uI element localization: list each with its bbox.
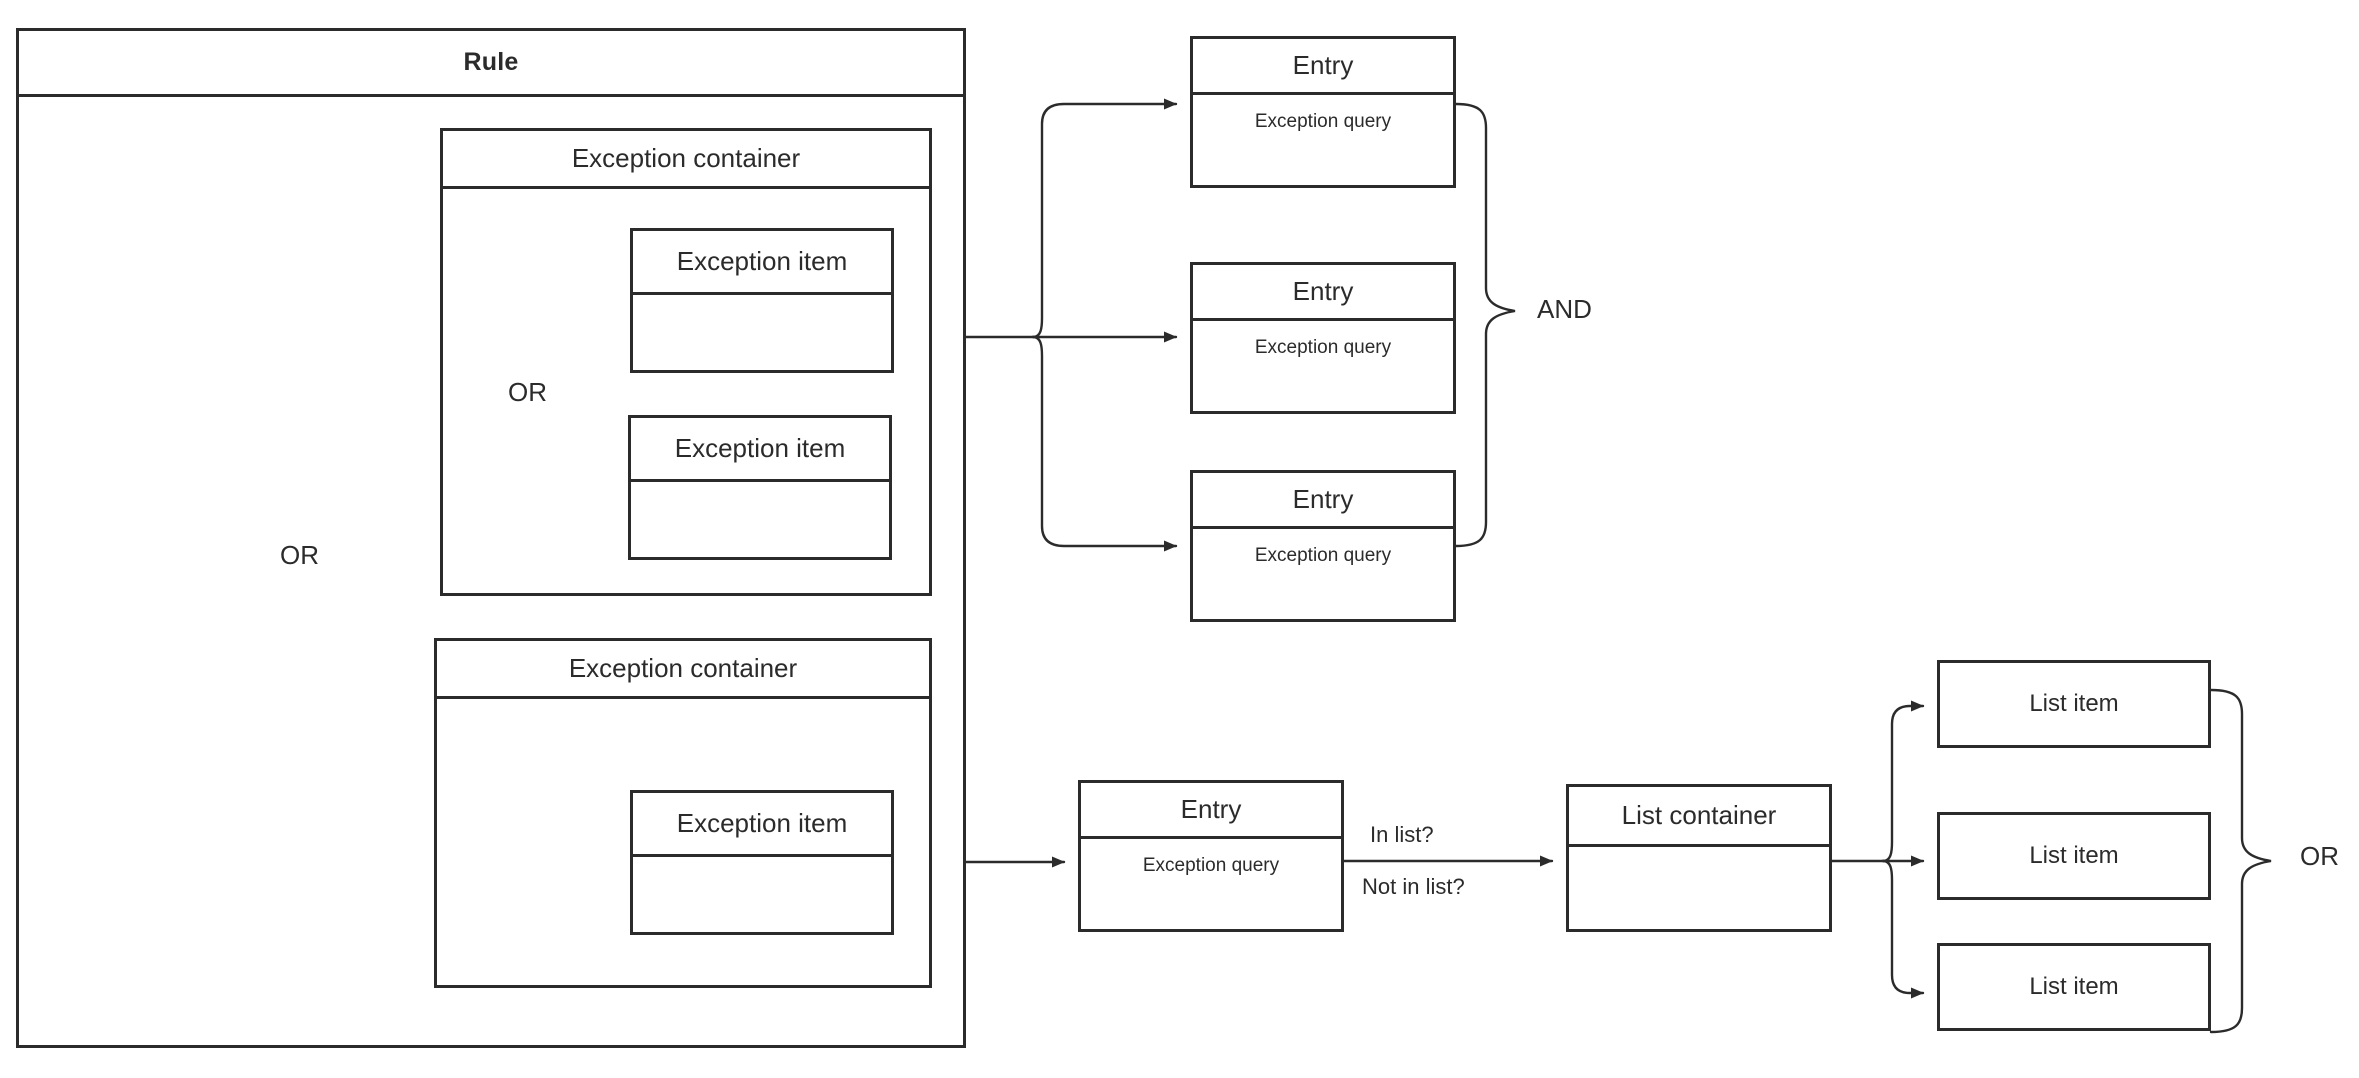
entry-2: Entry Exception query bbox=[1190, 262, 1456, 414]
exception-item-3: Exception item bbox=[630, 790, 894, 935]
exception-item-1-title: Exception item bbox=[676, 246, 848, 276]
wire-split-up bbox=[1031, 98, 1178, 339]
list-container: List container bbox=[1566, 784, 1832, 932]
brace-and bbox=[1454, 102, 1516, 548]
operator-label-and: AND bbox=[1537, 294, 1592, 324]
list-item-1: List item bbox=[1937, 660, 2211, 748]
list-container-title-bar: List container bbox=[1569, 787, 1829, 847]
entry-list-flow: Entry Exception query bbox=[1078, 780, 1344, 932]
wire-split-down bbox=[1031, 335, 1178, 552]
entry-2-title-bar: Entry bbox=[1193, 265, 1453, 321]
entry-2-body: Exception query bbox=[1193, 321, 1453, 411]
list-item-2: List item bbox=[1937, 812, 2211, 900]
exception-item-2-title-bar: Exception item bbox=[631, 418, 889, 482]
entry-1-body: Exception query bbox=[1193, 95, 1453, 185]
edge-label-in-list: In list? bbox=[1370, 822, 1434, 847]
exception-container-1-title-bar: Exception container bbox=[443, 131, 929, 189]
list-item-1-label: List item bbox=[2029, 690, 2119, 717]
entry-1: Entry Exception query bbox=[1190, 36, 1456, 188]
list-item-3: List item bbox=[1937, 943, 2211, 1031]
entry-list-flow-query-label: Exception query bbox=[1142, 855, 1280, 876]
entry-list-flow-title-bar: Entry bbox=[1081, 783, 1341, 839]
exception-item-3-title: Exception item bbox=[676, 808, 848, 838]
wire-list-down bbox=[1881, 859, 1925, 999]
list-item-2-label: List item bbox=[2029, 842, 2119, 869]
operator-label-or-inner: OR bbox=[508, 377, 547, 407]
entry-1-query-label: Exception query bbox=[1254, 111, 1392, 132]
rule-title: Rule bbox=[463, 48, 519, 76]
exception-item-3-title-bar: Exception item bbox=[633, 793, 891, 857]
entry-3-body: Exception query bbox=[1193, 529, 1453, 619]
brace-or-list bbox=[2209, 688, 2272, 1034]
entry-1-title-bar: Entry bbox=[1193, 39, 1453, 95]
exception-container-1-title: Exception container bbox=[571, 143, 801, 173]
entry-list-flow-title: Entry bbox=[1180, 794, 1242, 824]
entry-3-query-label: Exception query bbox=[1254, 545, 1392, 566]
entry-3-title-bar: Entry bbox=[1193, 473, 1453, 529]
exception-item-1: Exception item bbox=[630, 228, 894, 373]
entry-1-title: Entry bbox=[1292, 50, 1354, 80]
wire-list-up bbox=[1881, 700, 1925, 863]
edge-label-not-in-list: Not in list? bbox=[1362, 874, 1465, 899]
entry-3-title: Entry bbox=[1292, 484, 1354, 514]
exception-item-1-title-bar: Exception item bbox=[633, 231, 891, 295]
entry-2-query-label: Exception query bbox=[1254, 337, 1392, 358]
entry-3: Entry Exception query bbox=[1190, 470, 1456, 622]
exception-item-2: Exception item bbox=[628, 415, 892, 560]
list-item-3-label: List item bbox=[2029, 973, 2119, 1000]
operator-label-or-list: OR bbox=[2300, 841, 2339, 871]
rule-title-bar: Rule bbox=[19, 31, 963, 97]
operator-label-or-outer: OR bbox=[280, 540, 319, 570]
entry-list-flow-body: Exception query bbox=[1081, 839, 1341, 929]
exception-container-2-title-bar: Exception container bbox=[437, 641, 929, 699]
exception-container-2-title: Exception container bbox=[568, 653, 798, 683]
entry-2-title: Entry bbox=[1292, 276, 1354, 306]
exception-item-2-title: Exception item bbox=[674, 433, 846, 463]
list-container-title: List container bbox=[1621, 800, 1777, 830]
